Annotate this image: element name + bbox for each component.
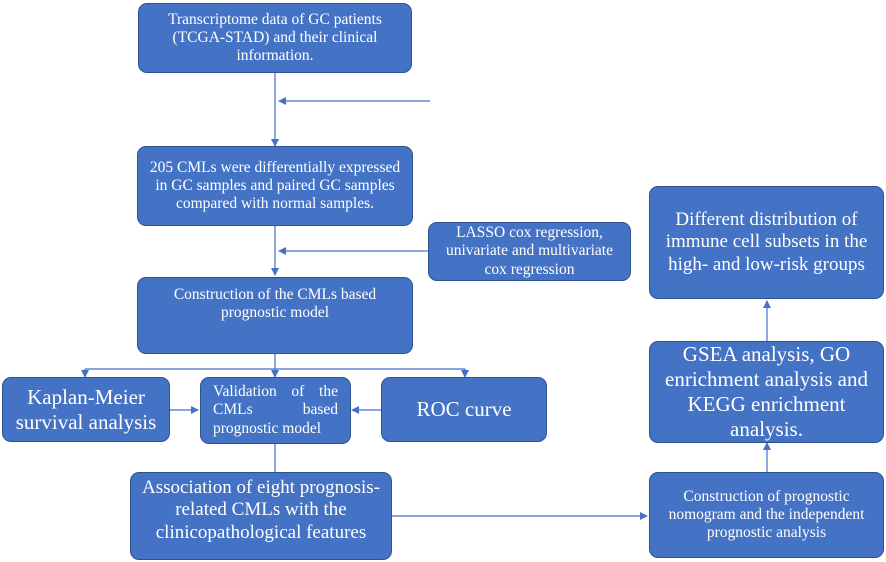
- node-differential-expression-text: 205 CMLs were differentially expressed i…: [149, 158, 401, 213]
- node-gsea-go-kegg-text: GSEA analysis, GO enrichment analysis an…: [665, 342, 868, 441]
- node-immune-distribution: Different distribution of immune cell su…: [649, 186, 884, 299]
- node-lasso-cox-text: LASSO cox regression, univariate and mul…: [446, 224, 613, 278]
- node-association: Association of eight prognosis- related …: [130, 472, 392, 560]
- node-association-text: Association of eight prognosis- related …: [141, 477, 380, 543]
- node-differential-expression: 205 CMLs were differentially expressed i…: [137, 146, 413, 226]
- node-validation-text: Validation of the CMLs based prognostic …: [213, 383, 338, 437]
- node-nomogram-text: Construction of prognostic nomogram and …: [668, 487, 865, 542]
- node-roc-curve-text: ROC curve: [416, 397, 512, 422]
- node-lasso-cox: LASSO cox regression, univariate and mul…: [428, 222, 631, 281]
- node-roc-curve: ROC curve: [381, 377, 547, 442]
- node-transcriptome-data: Transcriptome data of GC patients (TCGA-…: [138, 3, 412, 73]
- node-immune-distribution-text: Different distribution of immune cell su…: [665, 208, 868, 275]
- node-nomogram: Construction of prognostic nomogram and …: [649, 472, 884, 558]
- node-model-construction-text: Construction of the CMLs based prognosti…: [173, 286, 377, 322]
- node-validation: Validation of the CMLs based prognostic …: [200, 377, 351, 444]
- node-model-construction: Construction of the CMLs based prognosti…: [137, 277, 413, 354]
- node-transcriptome-data-text: Transcriptome data of GC patients (TCGA-…: [168, 10, 382, 65]
- node-kaplan-meier-text: Kaplan-Meier survival analysis: [15, 384, 157, 434]
- node-gsea-go-kegg: GSEA analysis, GO enrichment analysis an…: [649, 341, 884, 443]
- node-kaplan-meier: Kaplan-Meier survival analysis: [2, 377, 170, 442]
